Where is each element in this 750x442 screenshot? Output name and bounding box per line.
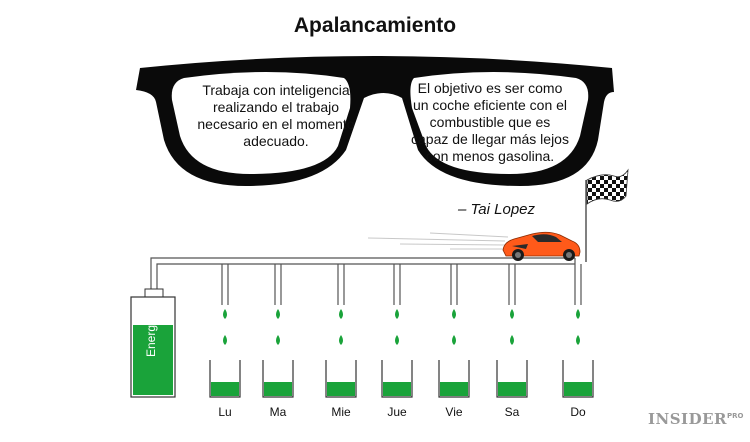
car-icon (502, 231, 581, 261)
cup-icon (262, 360, 294, 398)
pipe-branch (221, 264, 229, 305)
brand-suffix: PRO (726, 412, 744, 420)
glasses-icon (136, 56, 614, 186)
quote-author: – Tai Lopez (458, 201, 536, 218)
cup-icon (325, 360, 357, 398)
day-label: Vie (445, 405, 463, 419)
pipe-branch (274, 264, 282, 305)
water-drop-icon (395, 309, 399, 319)
page-title: Apalancamiento (293, 14, 457, 37)
brand-name: INSIDER (648, 410, 727, 428)
water-drop-icon (452, 309, 456, 319)
day-label: Mie (331, 405, 351, 419)
speed-lines (367, 232, 509, 250)
pipe-branch (337, 264, 345, 305)
left-lens (171, 72, 351, 174)
brand-logo: INSIDERPRO (648, 410, 743, 428)
quote-left: Trabaja con inteligencia realizando el t… (197, 82, 355, 149)
water-drop-icon (452, 335, 456, 345)
water-drop-icon (339, 335, 343, 345)
checkered-flag-icon (585, 168, 629, 262)
cups-group (209, 360, 594, 398)
water-drop-icon (276, 335, 280, 345)
battery-label: Energía (144, 314, 158, 357)
pipe-branch (508, 264, 516, 305)
water-drop-icon (223, 335, 227, 345)
pipe-branch (393, 264, 401, 305)
cup-icon (381, 360, 413, 398)
cup-icon (438, 360, 470, 398)
cup-icon (209, 360, 241, 398)
day-label: Lu (218, 405, 232, 419)
cup-icon (562, 360, 594, 398)
water-drop-icon (510, 335, 514, 345)
water-drop-icon (510, 309, 514, 319)
quote-right: El objetivo es ser como un coche eficien… (411, 80, 569, 164)
battery-icon (130, 288, 176, 398)
energy-pipe (150, 257, 582, 305)
water-drop-icon (223, 309, 227, 319)
water-drop-icon (395, 335, 399, 345)
day-label: Sa (504, 405, 520, 419)
water-drop-icon (576, 335, 580, 345)
cup-icon (496, 360, 528, 398)
day-label: Do (570, 405, 586, 419)
right-lens (410, 72, 589, 174)
water-drop-icon (339, 309, 343, 319)
water-drop-icon (576, 309, 580, 319)
day-label: Jue (387, 405, 407, 419)
drops-group (223, 309, 580, 345)
day-label: Ma (269, 405, 287, 419)
water-drop-icon (276, 309, 280, 319)
pipe-branch (450, 264, 458, 305)
